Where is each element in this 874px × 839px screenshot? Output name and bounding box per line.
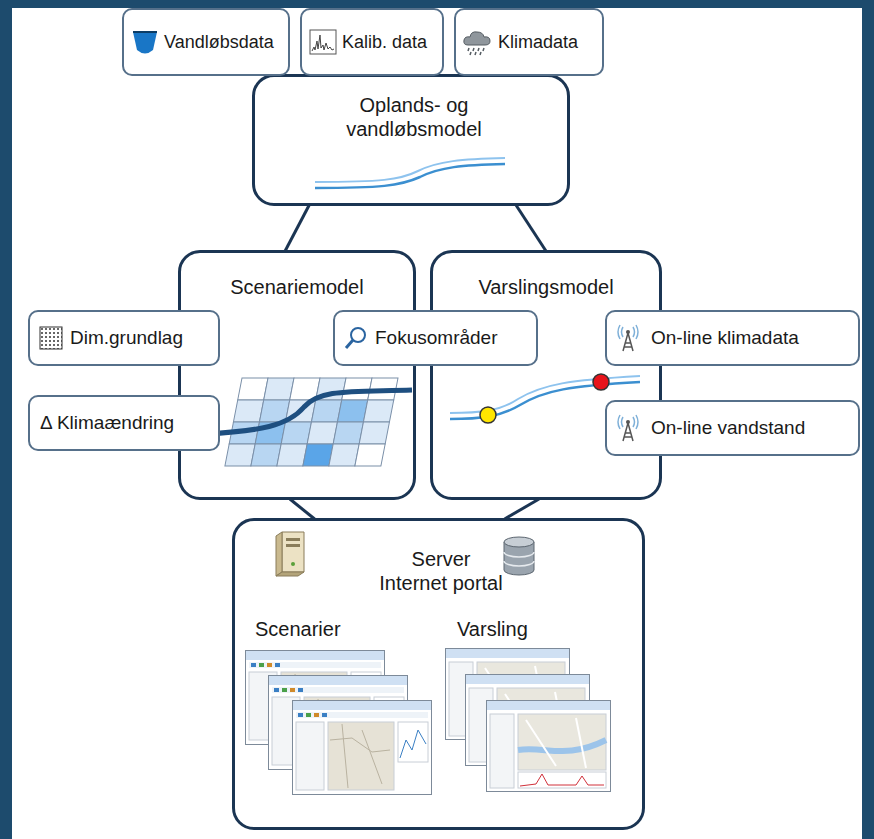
input-box: On-line klimadata	[605, 310, 860, 366]
box-label: Kalib. data	[342, 32, 427, 53]
input-box: Klimadata	[454, 8, 604, 76]
box-label: Fokusområder	[375, 327, 498, 349]
section-label: Scenarier	[255, 617, 375, 641]
input-box: Vandløbsdata	[122, 8, 290, 76]
connector-line	[285, 205, 309, 251]
box-title: Server Internet portal	[377, 547, 505, 595]
antenna-icon	[613, 413, 643, 443]
box-title: Varslingsmodel	[433, 275, 659, 299]
magnifier-icon	[341, 323, 371, 353]
model-box: Varslingsmodel	[430, 250, 662, 500]
box-label: Vandløbsdata	[164, 32, 274, 53]
input-box: On-line vandstand	[605, 400, 860, 456]
box-label: Dim.grundlag	[70, 327, 183, 349]
connector-line	[505, 499, 539, 519]
input-box: Δ Klimaændring	[28, 395, 220, 451]
box-title: Oplands- og vandløbsmodel	[319, 93, 509, 141]
water-icon	[130, 27, 160, 57]
server-box: Server Internet portalScenarier Varsling	[232, 518, 645, 830]
box-title: Scenariemodel	[181, 275, 413, 299]
box-label: On-line klimadata	[651, 327, 799, 349]
grid-icon	[36, 323, 66, 353]
antenna-icon	[613, 323, 643, 353]
input-box: Kalib. data	[300, 8, 444, 76]
input-box: Dim.grundlag	[28, 310, 220, 366]
box-label: Δ Klimaændring	[40, 412, 174, 434]
box-label: Klimadata	[498, 32, 578, 53]
model-box: Oplands- og vandløbsmodel	[252, 74, 570, 206]
section-label: Varsling	[457, 617, 577, 641]
focus-box: Fokusområder	[333, 310, 538, 366]
box-label: On-line vandstand	[651, 417, 805, 439]
model-box: Scenariemodel	[178, 250, 416, 500]
connector-line	[290, 499, 315, 519]
rain-cloud-icon	[462, 27, 492, 57]
connector-line	[516, 205, 546, 251]
chart-icon	[308, 27, 338, 57]
